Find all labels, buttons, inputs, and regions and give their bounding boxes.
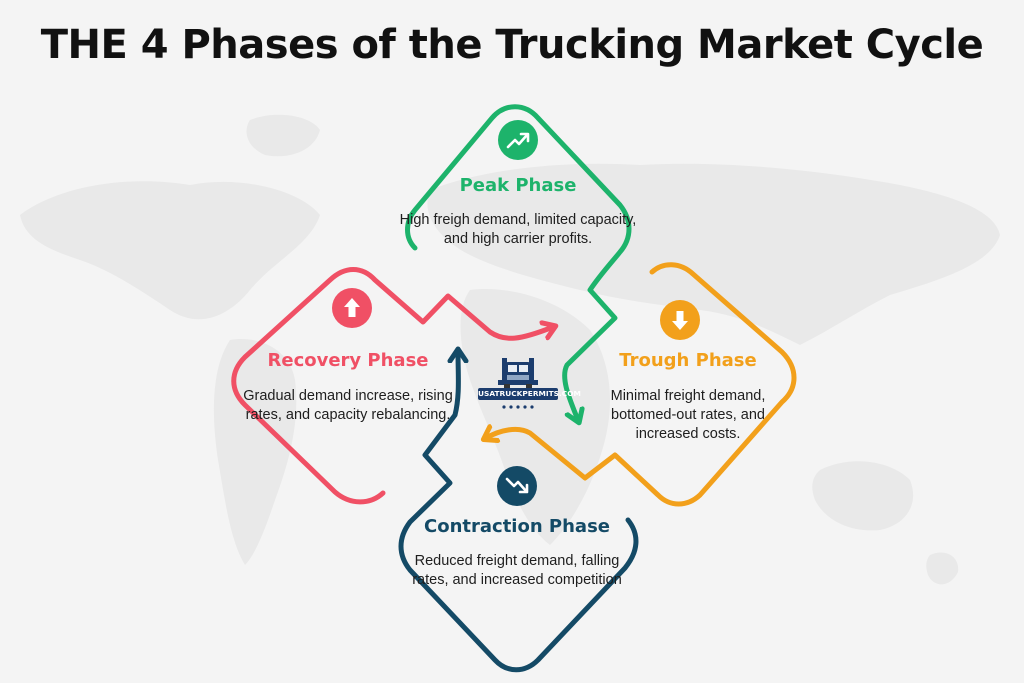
peak-phase-description: High freigh demand, limited capacity, an…	[399, 212, 637, 247]
trough-icon-badge	[660, 300, 700, 340]
trough-phase-description: Minimal freight demand, bottomed-out rat…	[610, 388, 766, 442]
trending-up-icon	[506, 132, 530, 149]
trough-phase-title: Trough Phase	[619, 350, 757, 371]
peak-phase-title: Peak Phase	[459, 175, 577, 196]
trending-down-icon	[505, 477, 529, 494]
trough-loop	[486, 262, 797, 507]
recovery-loop	[231, 267, 553, 505]
arrow-down-icon	[672, 311, 688, 330]
arrow-up-icon	[344, 298, 360, 317]
contraction-loop	[398, 352, 639, 673]
contraction-phase-title: Contraction Phase	[424, 516, 610, 537]
peak-icon-badge	[498, 120, 538, 160]
peak-loop	[405, 104, 632, 420]
logo-text: USATRUCKPERMITS.COM	[478, 388, 581, 400]
recovery-phase-description: Gradual demand increase, rising rates, a…	[243, 388, 453, 423]
logo-stars-decoration	[502, 405, 534, 409]
recovery-icon-badge	[332, 288, 372, 328]
company-logo: USATRUCKPERMITS.COM	[478, 352, 581, 414]
contraction-icon-badge	[497, 466, 537, 506]
contraction-phase-description: Reduced freight demand, falling rates, a…	[412, 553, 622, 588]
recovery-phase-title: Recovery Phase	[267, 350, 429, 371]
page-title: THE 4 Phases of the Trucking Market Cycl…	[40, 22, 984, 68]
truck-icon	[498, 358, 538, 389]
